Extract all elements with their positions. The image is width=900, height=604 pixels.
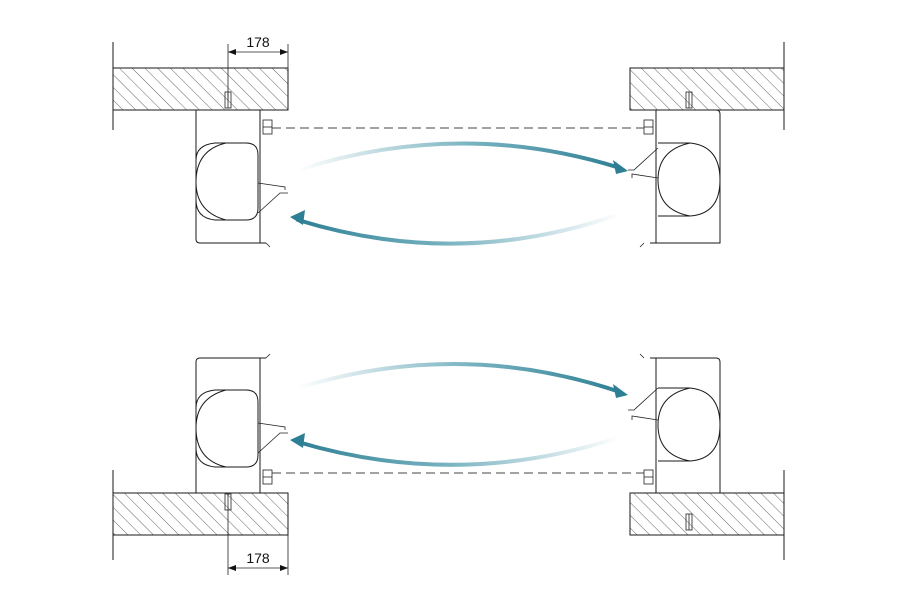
wall-bottom-left [112,470,289,560]
wall-top-left [112,42,289,130]
unit-top-left [195,109,288,248]
dimension-top-label: 178 [246,34,270,50]
anchor-top-left [224,91,232,109]
anchor-bottom-right [685,513,693,531]
wall-bottom-right [629,470,785,560]
arrow-top-right [296,141,628,174]
arrow-bottom-left [290,433,622,467]
dimension-top: 178 [227,34,289,100]
arrow-bottom-right [296,361,628,398]
unit-bottom-right [628,353,721,494]
wall-top-right [629,42,785,130]
anchor-top-right [685,91,693,109]
dimension-bottom: 178 [227,510,289,575]
unit-top-right [628,109,721,248]
unit-bottom-left [195,353,288,494]
dimension-bottom-label: 178 [246,550,270,566]
bottom-row: 178 [112,353,785,575]
arrow-top-left [290,210,622,246]
top-row: 178 [112,34,785,248]
